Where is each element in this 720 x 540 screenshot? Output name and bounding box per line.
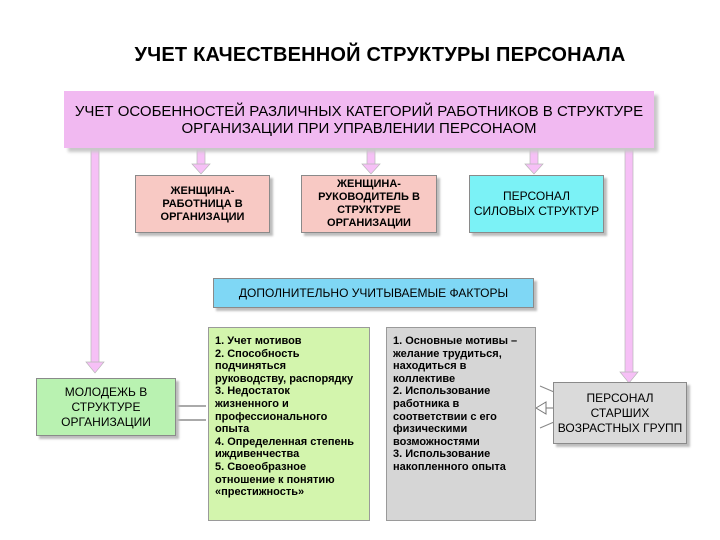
youth-factors-list: 1. Учет мотивов 2. Способность подчинять…	[208, 327, 370, 521]
arrow-to-elder	[619, 147, 639, 384]
extra-factors-box: ДОПОЛНИТЕЛЬНО УЧИТЫВАЕМЫЕ ФАКТОРЫ	[213, 278, 534, 308]
arrow-to-women-leaders	[361, 147, 381, 175]
women-leaders-box: ЖЕНЩИНА- РУКОВОДИТЕЛЬ В СТРУКТУРЕ ОРГАНИ…	[301, 175, 437, 233]
youth-box: МОЛОДЕЖЬ В СТРУКТУРЕ ОРГАНИЗАЦИИ	[36, 378, 176, 436]
main-category-box: УЧЕТ ОСОБЕННОСТЕЙ РАЗЛИЧНЫХ КАТЕГОРИЙ РА…	[64, 91, 654, 148]
arrow-to-security	[524, 147, 544, 175]
women-workers-box: ЖЕНЩИНА- РАБОТНИЦА В ОРГАНИЗАЦИИ	[135, 175, 270, 233]
arrow-to-youth	[85, 147, 105, 374]
page-title: УЧЕТ КАЧЕСТВЕННОЙ СТРУКТУРЫ ПЕРСОНАЛА	[134, 44, 626, 66]
security-staff-box: ПЕРСОНАЛ СИЛОВЫХ СТРУКТУР	[469, 175, 604, 233]
elder-factors-list: 1. Основные мотивы – желание трудиться, …	[386, 327, 536, 521]
arrow-to-women-workers	[191, 147, 211, 175]
elder-dash-top	[539, 385, 555, 393]
elder-dash-bottom	[539, 421, 555, 429]
elder-staff-box: ПЕРСОНАЛ СТАРШИХ ВОЗРАСТНЫХ ГРУПП	[553, 382, 687, 444]
